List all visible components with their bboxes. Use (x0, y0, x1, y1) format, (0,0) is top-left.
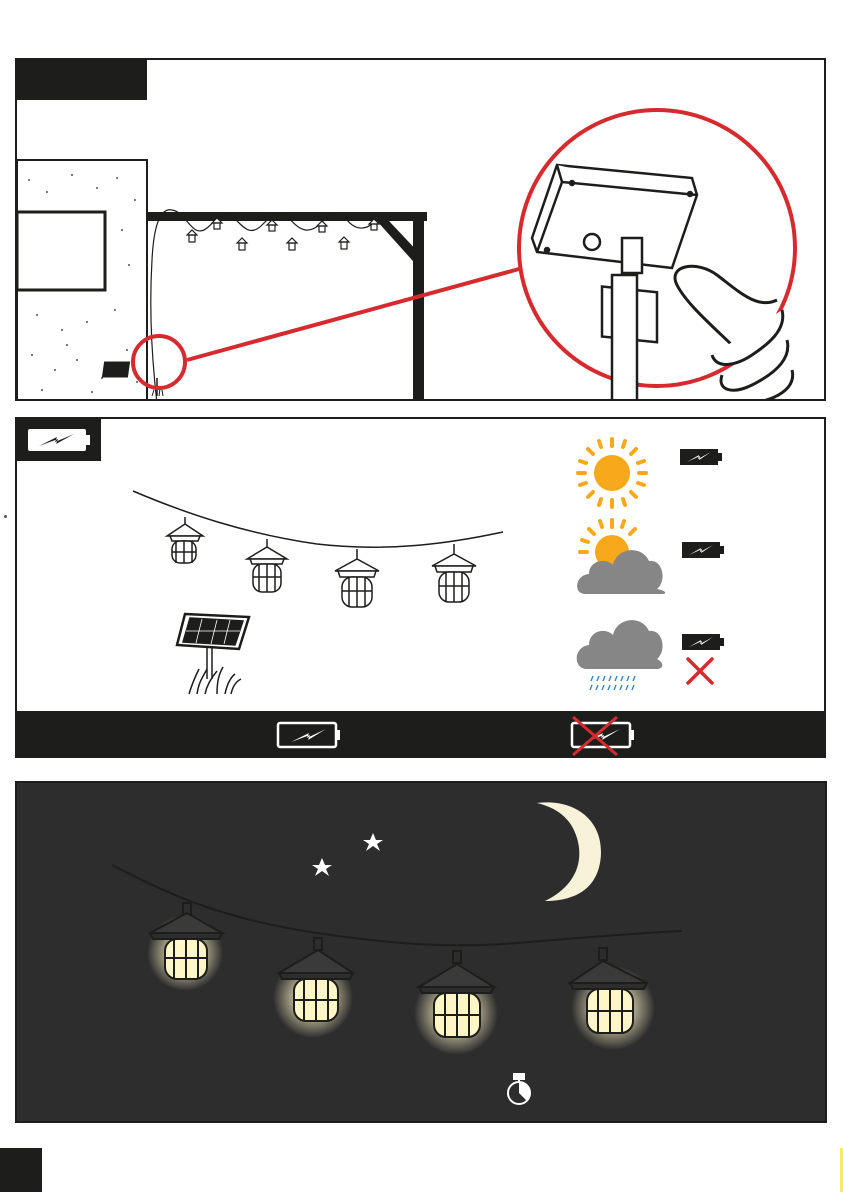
installation-illustration (17, 60, 826, 401)
page-number-tab (0, 1148, 42, 1192)
string-lights (151, 210, 379, 401)
mini-lantern-3 (287, 238, 297, 250)
sun-icon (578, 439, 646, 507)
sun-cloud-icon (577, 520, 665, 594)
battery-charging-small-icon (682, 634, 724, 650)
mini-lantern-6 (267, 220, 277, 231)
mini-lantern-1 (187, 230, 197, 242)
mini-lantern-4 (339, 237, 349, 249)
lantern-4 (432, 544, 476, 602)
margin-dot (4, 515, 7, 518)
lantern-2 (247, 539, 287, 592)
mini-lantern-2 (237, 238, 247, 250)
star-icon (312, 858, 332, 876)
string-lights (133, 491, 503, 607)
charging-illustration (17, 419, 826, 711)
battery-charging-small-icon (680, 449, 722, 465)
timer-icon (508, 1074, 530, 1104)
lantern-1 (167, 517, 203, 563)
night-illustration (17, 783, 827, 1123)
charge-status-bar (17, 711, 826, 758)
moon-icon (537, 802, 601, 901)
charge-status-icons (17, 711, 826, 758)
panel-switch-on (15, 58, 826, 401)
battery-charging-small-icon (682, 542, 724, 558)
no-charge-x-icon (688, 659, 712, 683)
panel-charging (15, 417, 826, 758)
lantern-3 (335, 549, 379, 607)
battery-no-charge-icon (572, 717, 634, 755)
panel-night (15, 781, 827, 1123)
battery-charging-icon (278, 723, 340, 747)
solar-panel-stake (177, 614, 249, 694)
rain-cloud-icon (577, 620, 663, 690)
mini-lantern-7 (317, 221, 327, 232)
magnify-callout (133, 110, 795, 388)
star-icon (363, 833, 383, 851)
